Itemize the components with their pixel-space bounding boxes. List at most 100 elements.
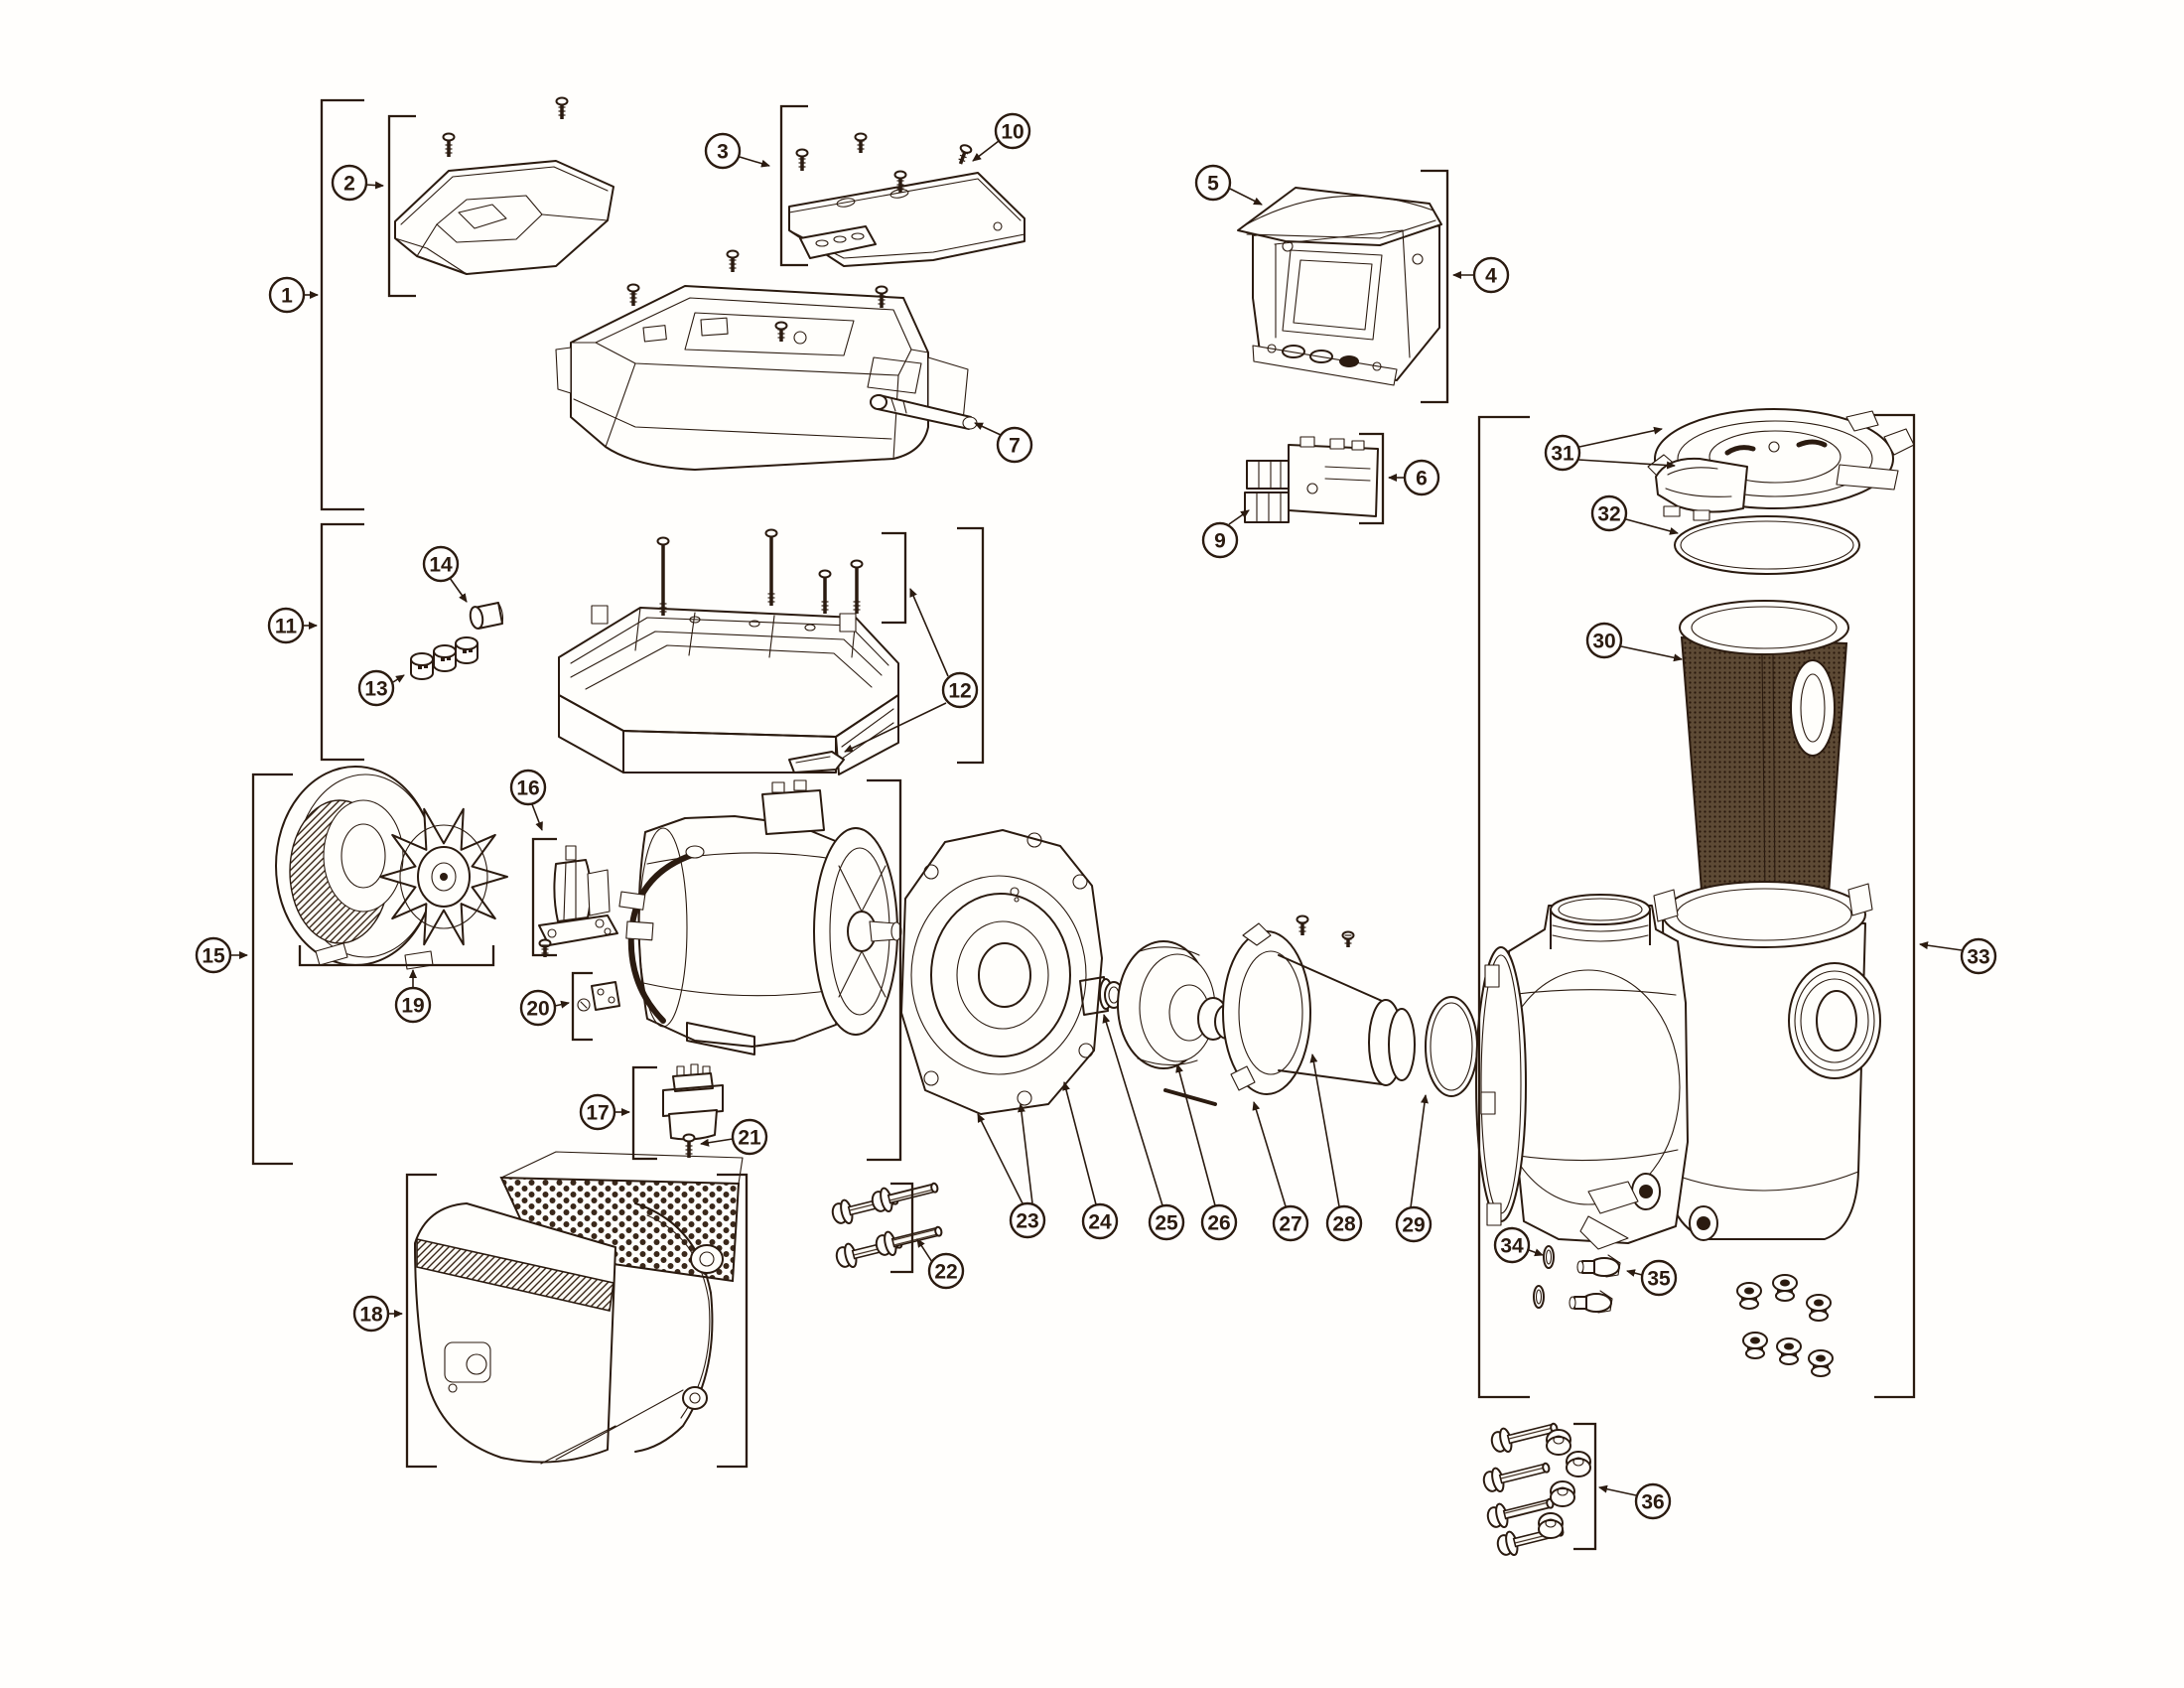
leader-24-24	[1062, 1081, 1097, 1205]
callout-circle-32	[1590, 494, 1628, 532]
nut-glyph-3	[1538, 1512, 1564, 1539]
part-pump-housing	[1475, 881, 1881, 1250]
leader-23-23	[1017, 1103, 1033, 1204]
callout-circle-36	[1634, 1482, 1672, 1520]
leader-5-4	[1229, 188, 1263, 206]
callout-number-21: 21	[738, 1127, 761, 1150]
leader-36-37	[1598, 1484, 1637, 1496]
callout-15: 15	[195, 936, 232, 974]
screw-glyph-10	[656, 536, 670, 616]
callout-number-30: 30	[1592, 631, 1615, 653]
callout-20: 20	[519, 989, 557, 1027]
callout-circle-28	[1325, 1204, 1363, 1242]
bolt-glyph-2	[835, 1237, 903, 1269]
leader-9-7	[1228, 509, 1250, 525]
motor-terminal-box	[761, 779, 825, 835]
bracket-b15R	[867, 778, 902, 1162]
callout-22: 22	[927, 1252, 965, 1290]
screw-glyph-4	[893, 170, 907, 193]
callout-27: 27	[1272, 1204, 1309, 1242]
callout-circle-6	[1403, 459, 1440, 496]
callout-circle-2	[331, 164, 368, 202]
callout-circle-24	[1081, 1202, 1119, 1240]
callout-number-4: 4	[1485, 265, 1497, 288]
callout-33: 33	[1960, 937, 1997, 975]
callout-1: 1	[268, 276, 306, 314]
callout-circle-3	[704, 132, 742, 170]
discharge-port	[1550, 894, 1651, 949]
callout-number-36: 36	[1641, 1491, 1664, 1514]
part-comm-module	[1244, 436, 1379, 523]
leader-29-29	[1410, 1094, 1429, 1208]
callout-circle-18	[352, 1295, 390, 1333]
screw-glyph-17	[1341, 930, 1355, 947]
plug-glyph-3	[1742, 1332, 1768, 1359]
callout-number-26: 26	[1207, 1212, 1230, 1235]
callout-circle-27	[1272, 1204, 1309, 1242]
leader-13-12	[392, 674, 405, 683]
leader-28-28	[1309, 1054, 1340, 1207]
bracket-b6	[1359, 432, 1385, 525]
callout-29: 29	[1395, 1205, 1433, 1243]
callout-number-24: 24	[1088, 1211, 1112, 1234]
callout-circle-14	[422, 545, 460, 583]
callout-17: 17	[579, 1093, 616, 1131]
screw-glyph-5	[958, 144, 973, 165]
callout-number-29: 29	[1402, 1214, 1425, 1237]
leader-10-8	[972, 140, 1000, 162]
bracket-b2	[387, 114, 416, 298]
part-connector	[662, 1063, 724, 1141]
callout-number-5: 5	[1207, 173, 1219, 196]
callout-circle-25	[1148, 1203, 1185, 1241]
callout-number-27: 27	[1279, 1213, 1301, 1236]
part-main-enclosure-top	[555, 285, 969, 471]
callout-number-12: 12	[948, 680, 971, 703]
part-handle	[870, 394, 978, 430]
hardware-layer	[410, 96, 1834, 1557]
callout-23: 23	[1009, 1201, 1046, 1239]
leader-3-2	[739, 156, 770, 168]
leader-21-20	[700, 1138, 734, 1147]
callout-number-31: 31	[1551, 443, 1574, 466]
bracket-b33R	[1874, 413, 1916, 1399]
callout-number-35: 35	[1647, 1268, 1671, 1291]
callout-number-10: 10	[1001, 121, 1024, 144]
callout-25: 25	[1148, 1203, 1185, 1241]
drain-plug-glyph-1	[1569, 1290, 1613, 1314]
callout-circle-23	[1009, 1201, 1046, 1239]
leader-14-13	[449, 577, 468, 603]
callout-32: 32	[1590, 494, 1628, 532]
screw-glyph-13	[850, 559, 864, 614]
bracket-b11L	[320, 522, 364, 762]
callout-24: 24	[1081, 1202, 1119, 1240]
part-strainer-basket	[1679, 600, 1849, 897]
callout-16: 16	[509, 769, 547, 806]
part-bottom-enclosure	[414, 1151, 744, 1465]
screw-glyph-0	[442, 132, 456, 157]
leader-12-11	[844, 702, 947, 753]
lid-clamp	[1655, 457, 1748, 521]
callout-number-1: 1	[281, 285, 293, 308]
callout-circle-19	[394, 986, 432, 1024]
part-diffuser	[1163, 922, 1416, 1106]
part-motor	[618, 779, 902, 1055]
leader-20-19	[554, 1000, 570, 1009]
bracket-b12	[882, 531, 907, 625]
part-terminal-board	[1244, 460, 1290, 523]
callout-26: 26	[1200, 1203, 1238, 1241]
screw-glyph-9	[774, 321, 788, 342]
callout-30: 30	[1585, 622, 1623, 659]
screw-glyph-12	[818, 569, 832, 614]
leader-16-15	[531, 803, 543, 831]
small-oring-glyph-1	[1533, 1285, 1545, 1309]
callout-circle-21	[731, 1118, 768, 1156]
callout-7: 7	[996, 426, 1033, 464]
plug-glyph-1	[1772, 1274, 1798, 1302]
callout-14: 14	[422, 545, 460, 583]
callout-circle-33	[1960, 937, 1997, 975]
callout-3: 3	[704, 132, 742, 170]
motor-flange	[813, 827, 902, 1036]
callout-number-32: 32	[1597, 503, 1620, 526]
callout-circle-9	[1201, 521, 1239, 559]
